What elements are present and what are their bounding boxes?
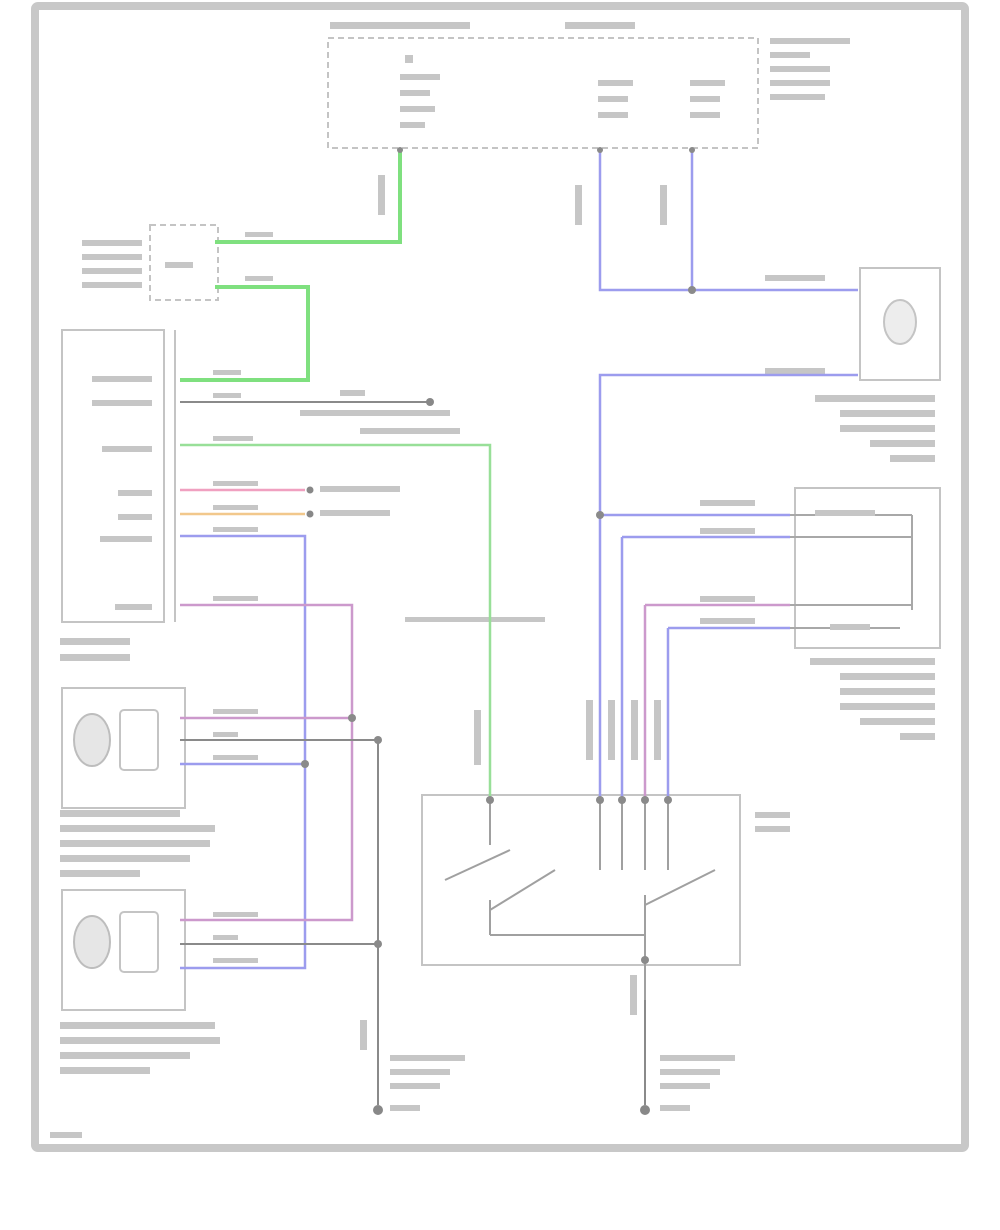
sensor-front <box>60 687 215 877</box>
ground-left <box>360 1020 465 1115</box>
diagram-frame <box>31 2 969 1152</box>
ecu <box>60 329 176 661</box>
wire-labels <box>213 232 273 963</box>
pump-motor <box>765 267 941 462</box>
front-right-motor <box>700 487 941 740</box>
fuse-block <box>327 22 850 225</box>
main-switch <box>405 617 790 1000</box>
footer-code-mark <box>50 1132 82 1138</box>
relay-connector <box>82 224 219 301</box>
ground-right <box>630 975 735 1115</box>
sensor-rear <box>60 889 220 1074</box>
junction-dots <box>301 147 696 964</box>
